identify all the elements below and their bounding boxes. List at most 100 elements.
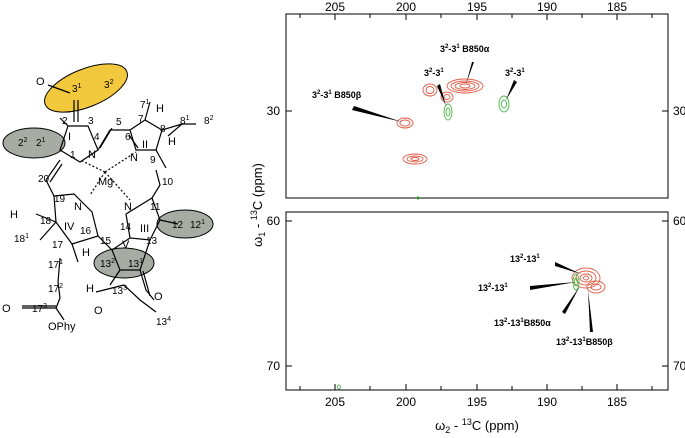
label-8-2: 82 [204,115,214,127]
bottom-x-tick-200: 200 [396,395,416,409]
oxygen-3-label: O [36,76,45,88]
ring-III-label: III [140,223,149,235]
oxygen-13-1: O [154,291,163,303]
ring-IV-label: IV [64,221,75,233]
label-18: 18 [40,216,52,227]
top-annotations: 32-31 B850α 32-31 32-31 32-31 B850β [312,44,525,100]
h-7: H [156,103,164,115]
label-7: 7 [138,114,144,125]
top-y-tick-30-right: 30 [673,104,685,118]
label-3-1: 31 [72,83,82,95]
top-red-contours [396,78,484,165]
highlight-2-1-2-2 [2,127,66,159]
label-8-1: 81 [180,115,190,127]
ring-I-label: I [68,131,71,143]
annotation-13-2-13-1-b850b: 132-131B850β [556,337,613,347]
h-8: H [168,136,176,148]
annotation-3-2-3-1-a: 32-31 [424,68,444,78]
mg-label: Mg [98,176,113,188]
label-17: 17 [52,240,64,251]
n-ring-II: N [130,152,138,164]
top-x-tick-190: 190 [537,0,557,14]
bottom-y-tick-70-left: 70 [267,359,281,373]
top-x-tick-195: 195 [467,0,487,14]
annotation-3-2-3-1-b: 32-31 [505,68,525,78]
label-13-1: 131 [128,258,143,270]
bottom-x-tick-190: 190 [537,395,557,409]
h-18: H [10,209,18,221]
h-13-2: H [86,283,94,295]
y-axis-label: ω1 - 13C (ppm) [249,163,267,247]
label-13-3: 133 [112,285,127,297]
bottom-panel-ticks [286,220,668,390]
h-17: H [82,247,90,259]
top-panel-ticks [286,14,668,112]
label-17-3: 173 [32,303,47,315]
bottom-x-tick-205: 205 [325,395,345,409]
bottom-panel-frame [285,211,669,391]
highlight-3-1-3-2 [44,63,128,113]
label-17-2: 172 [48,283,63,295]
label-10: 10 [162,177,174,188]
label-17-1: 171 [48,259,63,271]
label-15: 15 [100,236,112,247]
annotation-3-2-3-1-b850a: 32-31 B850α [440,44,490,54]
top-x-tick-200: 200 [396,0,416,14]
top-x-tick-185: 185 [607,0,627,14]
label-12-1: 121 [190,219,205,231]
bottom-x-tick-195: 195 [467,395,487,409]
bottom-green-contours [337,273,580,390]
label-3-2: 32 [104,79,114,91]
oxygen-17-3: O [2,303,11,315]
bottom-x-tick-labels: 205 200 195 190 185 [325,395,627,409]
bottom-y-tick-70-right: 70 [673,359,685,373]
label-13-4: 134 [156,316,171,328]
top-green-contours [416,95,510,200]
label-5: 5 [116,117,122,128]
label-13-2: 132 [100,258,115,270]
top-annotation-pointers [352,62,517,122]
bottom-x-tick-185: 185 [607,395,627,409]
annotation-3-2-3-1-b850b: 32-31 B850β [312,90,362,100]
bonds [22,84,196,321]
label-2-1: 21 [36,137,46,149]
label-9: 9 [150,155,156,166]
ophy-label: OPhy [48,321,76,333]
top-y-tick-30-left: 30 [267,104,281,118]
label-7-1: 71 [140,99,150,111]
label-12: 12 [172,220,184,231]
bottom-spectrum-panel: 205 200 195 190 185 60 60 70 70 132-131 … [267,211,685,435]
oxygen-13-3: O [94,305,103,317]
annotation-13-2-13-1-b: 132-131 [478,283,508,293]
label-11: 11 [150,202,161,213]
bottom-y-tick-60-left: 60 [267,214,281,228]
label-2: 2 [62,116,68,127]
n-ring-IV: N [74,201,82,213]
n-ring-III: N [124,201,132,213]
label-14: 14 [120,222,132,233]
top-x-tick-205: 205 [325,0,345,14]
bottom-annotations: 132-131 132-131 132-131B850α 132-131B850… [478,254,613,347]
label-16: 16 [80,226,92,237]
top-panel-frame [285,13,669,199]
label-4: 4 [94,132,100,143]
annotation-13-2-13-1-b850a: 132-131B850α [494,318,551,328]
label-19: 19 [54,194,66,205]
structure-labels: O 31 32 22 21 3 2 1 I 4 N 5 6 II 7 71 H … [2,76,214,333]
annotation-13-2-13-1-a: 132-131 [510,254,540,264]
ring-II-label: II [142,139,148,151]
ring-V-label: V [122,239,130,251]
label-3: 3 [88,116,94,127]
label-6: 6 [125,132,131,143]
label-8: 8 [160,124,166,135]
label-20: 20 [38,174,50,185]
bchl-structure: O 31 32 22 21 3 2 1 I 4 N 5 6 II 7 71 H … [2,63,214,333]
label-2-2: 22 [18,137,28,149]
label-1: 1 [70,150,76,161]
bottom-y-tick-60-right: 60 [673,214,685,228]
top-x-tick-labels: 205 200 195 190 185 [325,0,627,14]
n-ring-I: N [88,149,96,161]
highlight-12-12-1 [156,209,214,239]
bottom-annotation-pointers [530,262,593,332]
